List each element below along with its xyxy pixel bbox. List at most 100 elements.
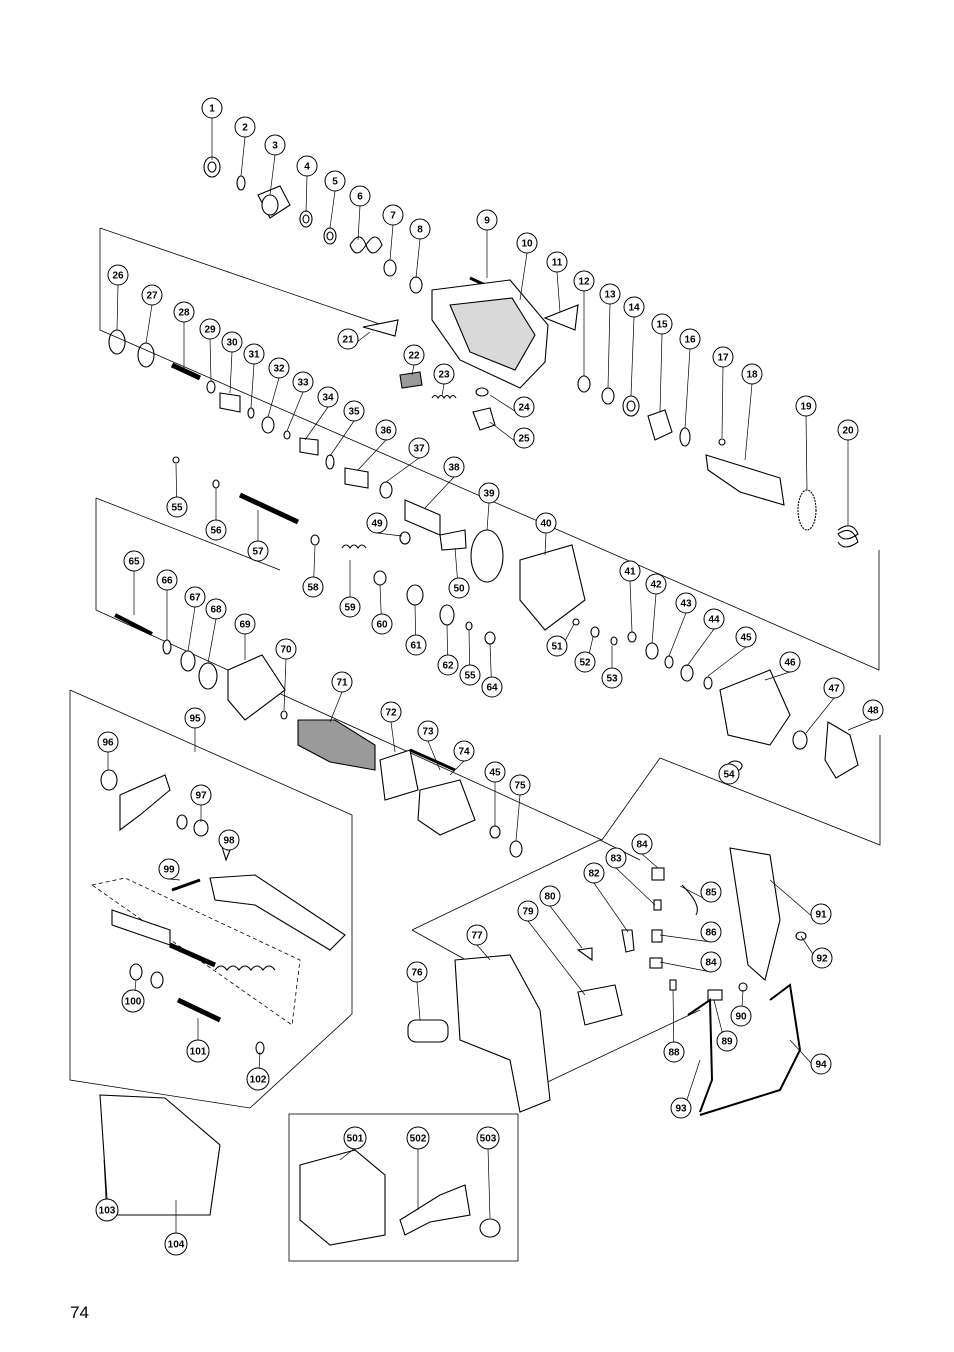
callout-number: 102 xyxy=(250,1075,267,1086)
leader-line xyxy=(187,606,196,652)
callout-number: 97 xyxy=(195,791,207,802)
callout-number: 65 xyxy=(128,557,140,568)
callout-circle xyxy=(718,763,740,785)
callout-9: 9 xyxy=(476,209,498,231)
callout-circle xyxy=(837,419,859,441)
leader-line xyxy=(544,532,547,556)
leader-line xyxy=(339,1147,356,1161)
callout-number: 72 xyxy=(385,708,397,719)
callout-49: 49 xyxy=(366,512,388,534)
callout-number: 96 xyxy=(102,738,114,749)
leader-line xyxy=(329,190,336,229)
callout-circle xyxy=(201,97,223,119)
callout-68: 68 xyxy=(205,598,227,620)
callout-number: 32 xyxy=(273,364,285,375)
callout-number: 33 xyxy=(297,378,309,389)
callout-57: 57 xyxy=(247,540,269,562)
leader-line xyxy=(556,271,561,313)
callout-99: 99 xyxy=(158,858,180,880)
callout-5: 5 xyxy=(324,170,346,192)
callout-number: 7 xyxy=(390,211,396,222)
callout-number: 100 xyxy=(125,997,142,1008)
callout-circle xyxy=(296,155,318,177)
callout-number: 1 xyxy=(209,104,215,115)
callout-circle xyxy=(343,400,365,422)
callout-circle xyxy=(539,885,561,907)
callout-21: 21 xyxy=(337,328,359,350)
callout-number: 36 xyxy=(380,426,392,437)
callout-circle xyxy=(700,881,722,903)
callout-number: 52 xyxy=(579,658,591,669)
callout-47: 47 xyxy=(823,677,845,699)
callout-86: 86 xyxy=(700,921,722,943)
callout-circle xyxy=(408,437,430,459)
callout-circle xyxy=(623,296,645,318)
callout-circle xyxy=(375,419,397,441)
callout-25: 25 xyxy=(513,427,535,449)
callout-number: 503 xyxy=(480,1134,497,1145)
callout-91: 91 xyxy=(810,903,832,925)
callout-number: 39 xyxy=(483,489,495,500)
leader-line xyxy=(411,364,415,376)
callout-circle xyxy=(823,677,845,699)
callout-number: 21 xyxy=(342,335,354,346)
callout-90: 90 xyxy=(730,1005,752,1027)
callout-circle xyxy=(484,761,506,783)
leader-line xyxy=(630,316,635,397)
callout-number: 34 xyxy=(322,393,334,404)
callout-circle xyxy=(184,707,206,729)
leader-line xyxy=(744,383,753,461)
callout-72: 72 xyxy=(380,701,402,723)
callout-number: 75 xyxy=(514,781,526,792)
callout-65: 65 xyxy=(123,550,145,572)
leader-line xyxy=(283,658,287,711)
callout-circle xyxy=(343,1126,367,1150)
callout-7: 7 xyxy=(382,204,404,226)
leader-line xyxy=(641,853,659,869)
callout-94: 94 xyxy=(810,1053,832,1075)
callout-80: 80 xyxy=(539,885,561,907)
callout-circle xyxy=(810,903,832,925)
callout-number: 44 xyxy=(708,615,720,626)
callout-number: 94 xyxy=(815,1060,827,1071)
callout-4: 4 xyxy=(296,155,318,177)
callout-circle xyxy=(862,699,884,721)
leader-line xyxy=(286,391,304,432)
callout-circle xyxy=(246,1067,270,1091)
callout-number: 95 xyxy=(189,714,201,725)
callout-95: 95 xyxy=(184,707,206,729)
callout-circle xyxy=(184,586,206,608)
callout-39: 39 xyxy=(478,482,500,504)
callout-number: 67 xyxy=(189,593,201,604)
callout-circle xyxy=(535,512,557,534)
callout-circle xyxy=(481,676,503,698)
callout-71: 71 xyxy=(331,671,353,693)
callout-circle xyxy=(156,569,178,591)
callout-104: 104 xyxy=(164,1232,188,1256)
callout-number: 19 xyxy=(800,402,812,413)
callout-20: 20 xyxy=(837,419,859,441)
leader-line xyxy=(441,383,445,397)
callout-circle xyxy=(716,1030,738,1052)
callout-circle xyxy=(205,598,227,620)
leader-line xyxy=(651,593,657,644)
leader-line xyxy=(209,338,212,382)
callout-circle xyxy=(247,540,269,562)
leader-line xyxy=(269,154,276,196)
callout-circle xyxy=(453,740,475,762)
callout-circle xyxy=(406,1126,430,1150)
callout-number: 101 xyxy=(190,1047,207,1058)
leader-line xyxy=(240,136,246,177)
callout-6: 6 xyxy=(349,185,371,207)
callout-13: 13 xyxy=(599,283,621,305)
leader-line xyxy=(385,457,420,483)
callout-22: 22 xyxy=(403,344,425,366)
callout-circle xyxy=(121,989,145,1013)
callout-96: 96 xyxy=(97,731,119,753)
callout-number: 8 xyxy=(417,225,423,236)
callout-24: 24 xyxy=(513,396,535,418)
callout-11: 11 xyxy=(546,251,568,273)
callout-number: 104 xyxy=(168,1240,185,1251)
callout-number: 69 xyxy=(239,620,251,631)
callout-circle xyxy=(795,395,817,417)
